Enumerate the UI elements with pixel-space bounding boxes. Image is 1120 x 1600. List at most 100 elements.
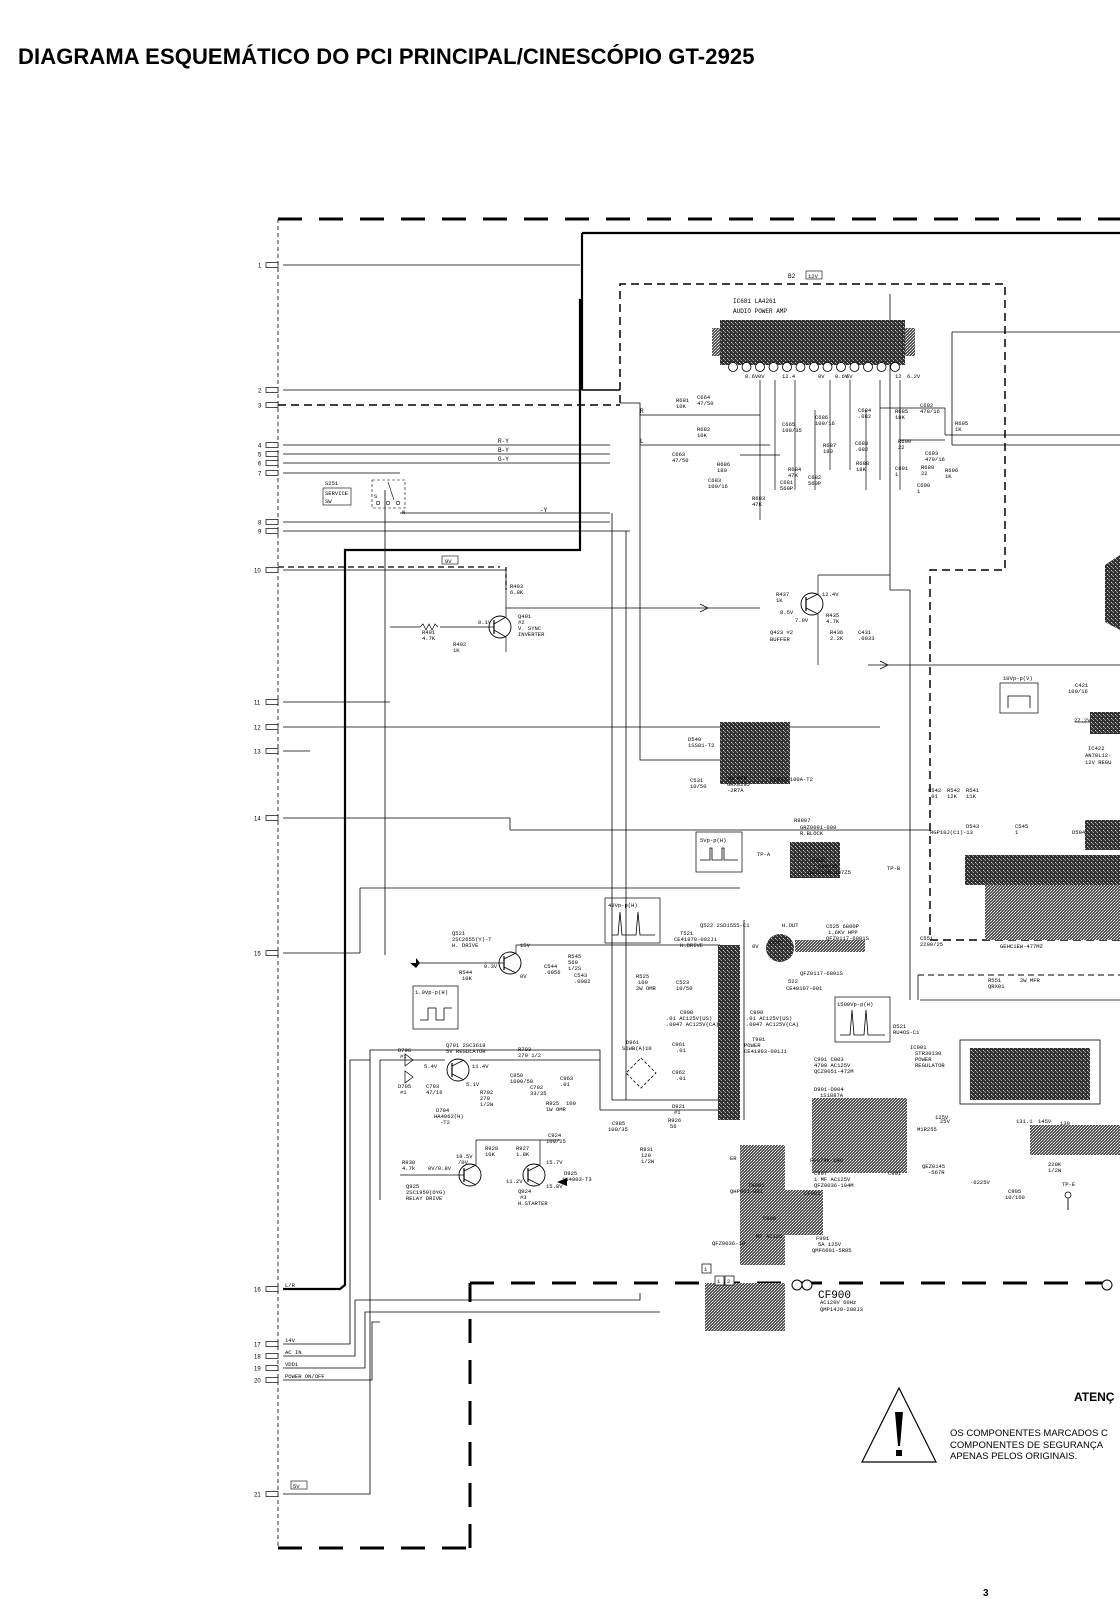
- q401-vbase: 0.1V: [478, 619, 492, 626]
- q401-r403: R403: [510, 583, 523, 590]
- power-part-label: C908: [763, 1215, 776, 1222]
- audio-part-value: 22: [898, 444, 905, 451]
- audio-part-ref: R690: [898, 438, 911, 445]
- page-title: DIAGRAMA ESQUEMÁTICO DO PCI PRINCIPAL/CI…: [18, 44, 755, 69]
- t521-part: CE41970-002J1: [674, 936, 718, 943]
- svg-text:B2: B2: [788, 273, 796, 280]
- q924-part-label: 15.7V: [546, 1159, 563, 1166]
- connector-pin: 2: [258, 387, 279, 395]
- audio-part-value: 10K: [676, 403, 687, 410]
- audio-part-value: 100/16: [815, 420, 835, 427]
- power-section: [625, 1039, 1120, 1331]
- audio-part-ref: C692: [920, 402, 933, 409]
- q791-part-label: #1: [400, 1053, 407, 1060]
- audio-part-ref: R684: [788, 466, 802, 473]
- q791-5v-regulator: [380, 1053, 600, 1084]
- signal-label-power-on-off: POWER ON/OFF: [285, 1373, 325, 1380]
- power-part-label: .01 AC125V(US): [746, 1015, 792, 1022]
- r8807-part: GRZ0091-009: [800, 824, 836, 831]
- power-part-label: QMF6601-5R05: [812, 1247, 852, 1254]
- ic422-part: AN78L12-: [1085, 752, 1111, 759]
- waveform-10vpp: 10Vp-p(V): [999, 675, 1039, 714]
- audio-part-ref: C664: [697, 394, 711, 401]
- t521-dup: T521: [680, 930, 694, 937]
- ic-pin-voltage: 12: [895, 373, 902, 380]
- q401-vsync-inverter: [390, 590, 760, 652]
- q423-desc: BUFFER: [770, 636, 791, 643]
- power-part-label: -6225V: [970, 1179, 991, 1186]
- signal-l: L: [640, 438, 644, 445]
- t521-transformer: [718, 920, 745, 1120]
- audio-part-value: 180: [717, 467, 727, 474]
- warning-line-3: APENAS PELOS ORIGINAIS.: [950, 1451, 1078, 1462]
- audio-part-ref: R686: [717, 461, 730, 468]
- power-part-label: 56: [670, 1123, 677, 1130]
- audio-part-value: 47/50: [672, 457, 689, 464]
- q925-part-label: 0V/0.8V: [428, 1165, 452, 1172]
- power-part-label: R926: [668, 1117, 681, 1124]
- svg-text:9V: 9V: [445, 558, 452, 565]
- q924-part-label: 1.8K: [516, 1151, 530, 1158]
- audio-part-value: 1: [895, 471, 899, 478]
- power-part-label: -567R: [928, 1169, 945, 1176]
- audio-part-value: 47K: [788, 472, 799, 479]
- q924-part-label: D925: [564, 1170, 577, 1177]
- power-part-label: 1 MF AC125V: [814, 1176, 851, 1183]
- waveform-1vpp: 1.0Vp-p(H): [412, 985, 459, 1030]
- q924-part-label: H.STARTER: [518, 1200, 548, 1207]
- q791-part-label: 270: [480, 1095, 490, 1102]
- q924-h-starter: [522, 1140, 567, 1187]
- q925-part-label: R930: [402, 1159, 415, 1166]
- c542-ref: C542: [928, 787, 941, 794]
- svg-text:S: S: [374, 493, 378, 500]
- power-part-label: C998: [680, 1009, 693, 1016]
- audio-part-ref: C690: [917, 482, 930, 489]
- audio-part-ref: C663: [672, 451, 685, 458]
- ic681-ref: IC681 LA4261: [733, 298, 777, 305]
- q791-part-label: 270 1/2: [518, 1052, 541, 1059]
- q791-part-label: C924: [548, 1132, 562, 1139]
- q924-part-label: #3: [520, 1194, 527, 1201]
- q521-v: 15V: [520, 942, 531, 949]
- power-part-label: D521: [893, 1023, 907, 1030]
- connector-pin-number: 19: [254, 1367, 261, 1373]
- audio-part-ref: C684: [858, 407, 872, 414]
- power-part-label: POWER: [744, 1042, 761, 1049]
- q791-part-label: 33/35: [530, 1090, 547, 1097]
- svg-text:SW: SW: [325, 498, 332, 505]
- q401-r402: R402: [453, 641, 466, 648]
- power-part-label: R931: [640, 1146, 654, 1153]
- connector-pin-number: 12: [254, 726, 261, 732]
- ic-pin: [782, 362, 792, 372]
- power-part-label: CE41993-001J1: [744, 1048, 788, 1055]
- power-part-label: 1/2W: [1048, 1167, 1062, 1174]
- audio-part-ref: C683: [708, 477, 721, 484]
- q791-part-label: D794: [436, 1107, 450, 1114]
- svg-text:1.0Vp-p(H): 1.0Vp-p(H): [415, 989, 448, 996]
- d504-ref: D504: [1072, 829, 1086, 836]
- q423-c431: C431: [858, 629, 872, 636]
- d543-ref: D543: [966, 823, 979, 830]
- audio-part-value: .082: [855, 446, 868, 453]
- audio-part-value: 22: [921, 470, 928, 477]
- ic-pin-voltage: 12.4: [782, 373, 796, 380]
- q791-part-label: #1: [400, 1089, 407, 1096]
- r541-val: 11K: [966, 793, 977, 800]
- c531-ref: C531: [690, 777, 704, 784]
- connector-pin: 3: [258, 402, 279, 410]
- tp-b: TP-B: [887, 865, 901, 872]
- audio-part-ref: R682: [697, 426, 710, 433]
- connector-pin: 11: [254, 699, 279, 707]
- connector-2: 2: [727, 1278, 730, 1285]
- q522-desc: H.OUT: [782, 922, 799, 929]
- power-part-label: 2W MFR: [1020, 977, 1041, 984]
- q522-h-out: [766, 934, 865, 962]
- q401-ref: Q401: [518, 613, 532, 620]
- q791-part-label: Q791 2SC3619: [446, 1042, 486, 1049]
- svg-text:N: N: [402, 509, 405, 516]
- ic-pin-voltage: 0.6V: [835, 373, 849, 380]
- power-part-label: D901-D904: [814, 1086, 844, 1093]
- audio-part-value: 1K: [945, 473, 952, 480]
- power-part-label: .01: [676, 1075, 687, 1082]
- connector-pin: 13: [254, 748, 279, 756]
